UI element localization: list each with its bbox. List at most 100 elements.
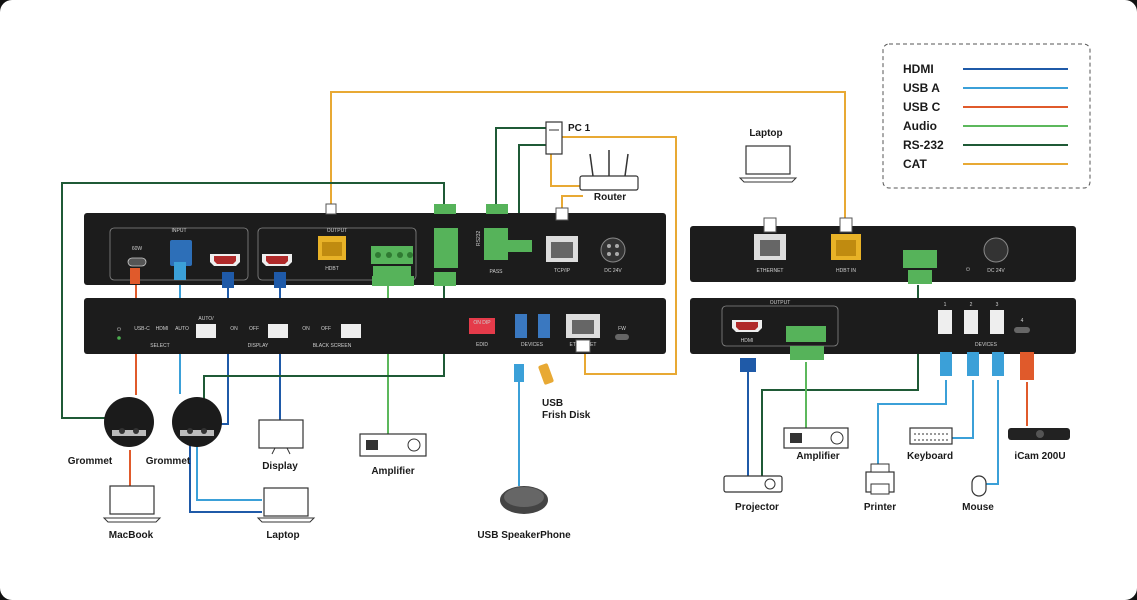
rs232-cable-pc-to-pass (518, 144, 546, 244)
black-screen-button[interactable] (341, 324, 361, 338)
rx-usb-port-3[interactable] (990, 310, 1004, 334)
black-screen-label: BLACK SCREEN (313, 343, 352, 349)
laptop-bottom-icon (256, 487, 316, 523)
edid-dip-switch[interactable] (469, 318, 495, 334)
connector-plugs (130, 203, 1034, 382)
display-on: ON (230, 326, 238, 332)
cat-cable-router-to-tcpip (561, 195, 583, 212)
black-off: OFF (321, 326, 331, 332)
rx-devices-label: DEVICES (975, 342, 998, 348)
usbc-port[interactable] (127, 257, 147, 267)
legend-label-hdmi: HDMI (903, 62, 934, 76)
usb-flash-label-1: USB (542, 398, 563, 409)
hdbt-label: HDBT (325, 266, 339, 272)
usbc-power-label: 60W (132, 246, 143, 252)
cat-cable-pc-to-ethernet (562, 136, 677, 375)
select-usbc: USB-C (134, 326, 150, 332)
usba-cable-keyboard (952, 380, 974, 439)
rx-usbc-port[interactable] (1014, 327, 1030, 333)
tx-usb-port-1[interactable] (515, 314, 527, 338)
tx-dc-label: DC 24V (604, 268, 622, 274)
grommet-right-icon (172, 397, 222, 447)
rx-dc-label: DC 24V (987, 268, 1005, 274)
dip-label: ON DIP (473, 320, 491, 326)
usb-speaker-label: USB SpeakerPhone (477, 530, 571, 541)
rx-rs232-terminal[interactable] (903, 250, 937, 268)
rs232-cable-pc-to-rs232 (495, 127, 546, 208)
router-icon (579, 150, 639, 191)
input-label: INPUT (172, 228, 187, 234)
rx-hdmi-label: HDMI (741, 338, 754, 344)
icam-icon (1008, 428, 1070, 440)
legend-label-audio: Audio (903, 119, 937, 133)
grommet-right-label: Grommet (146, 456, 191, 467)
pc1-label: PC 1 (568, 123, 591, 134)
legend-label-cat: CAT (903, 157, 927, 171)
legend-label-usb-a: USB A (903, 81, 940, 95)
hdbt-in-label: HDBT IN (836, 268, 856, 274)
display-off: OFF (249, 326, 259, 332)
rx-port-num-3: 3 (996, 302, 999, 308)
usba-cable-mouse (986, 380, 999, 485)
rx-usb-port-1[interactable] (938, 310, 952, 334)
power-icon: ⏻ (117, 327, 121, 333)
keyboard-icon (909, 427, 953, 445)
cat-cable-tx-to-rx (330, 91, 846, 222)
hdmi-out-port[interactable] (262, 254, 292, 266)
transmitter-rear-panel: INPUT OUTPUT 60W HDBT (84, 213, 666, 285)
amplifier-right-label: Amplifier (796, 451, 839, 462)
legend-label-rs-232: RS-232 (903, 138, 944, 152)
dc-power-port[interactable] (600, 237, 626, 263)
hdmi-in-port[interactable] (210, 254, 240, 266)
legend-label-usb-c: USB C (903, 100, 941, 114)
rs232-label: RS232 (476, 230, 482, 246)
display-button[interactable] (268, 324, 288, 338)
pass-label: PASS (490, 269, 504, 275)
fw-port[interactable] (615, 334, 629, 340)
laptop-top-label: Laptop (749, 128, 782, 139)
fw-label: FW (618, 326, 626, 332)
pc1-icon (545, 121, 563, 155)
tcpip-port[interactable] (546, 236, 578, 262)
laptop-top-icon (738, 145, 798, 183)
amplifier-left-icon (359, 433, 427, 457)
keyboard-label: Keyboard (907, 451, 953, 462)
rs232-terminal-center[interactable] (484, 228, 508, 260)
printer-label: Printer (864, 502, 896, 513)
rx-dc-port[interactable] (983, 237, 1009, 263)
auto-select-button[interactable] (196, 324, 216, 338)
rx-output-label: OUTPUT (770, 300, 791, 306)
hdbt-port[interactable] (318, 236, 346, 260)
mouse-label: Mouse (962, 502, 994, 513)
rx-power-icon: ⏻ (966, 267, 970, 273)
receiver-rear-panel: ETHERNET HDBT IN ⏻ DC 24V (690, 226, 1076, 282)
transmitter-front-panel: ⏻ USB-C HDMI AUTO AUTO/ SELECT ON OFF DI… (84, 298, 666, 354)
usba-cable-grommet-laptop (196, 444, 262, 501)
display-label-text: Display (262, 461, 298, 472)
tx-usb-port-2[interactable] (538, 314, 550, 338)
router-label: Router (594, 192, 626, 203)
printer-icon (865, 463, 895, 495)
laptop-bottom-label: Laptop (266, 530, 299, 541)
mouse-icon (971, 475, 987, 497)
icam-label: iCam 200U (1014, 451, 1065, 462)
hdmi-cable-grommet-laptop (189, 444, 262, 513)
usb-speaker-icon (500, 486, 548, 514)
usb-flash-label-2: Frish Disk (542, 410, 591, 421)
grommet-left-label: Grommet (68, 456, 113, 467)
rx-port-num-2: 2 (970, 302, 973, 308)
rs232-cable-grommet-loop (61, 182, 445, 419)
auto-button-label: AUTO/ (198, 316, 214, 322)
usba-cable-printer (877, 380, 947, 468)
amplifier-right-icon (783, 427, 849, 449)
rx-hdmi-port[interactable] (732, 320, 762, 332)
rx-audio-terminal[interactable] (786, 326, 826, 342)
rx-ethernet-label: ETHERNET (757, 268, 784, 274)
usb-b-port[interactable] (170, 240, 192, 266)
rx-usb-port-2[interactable] (964, 310, 978, 334)
display-icon (258, 419, 304, 455)
rs232-terminal-left[interactable] (434, 228, 458, 268)
select-hdmi: HDMI (156, 326, 169, 332)
